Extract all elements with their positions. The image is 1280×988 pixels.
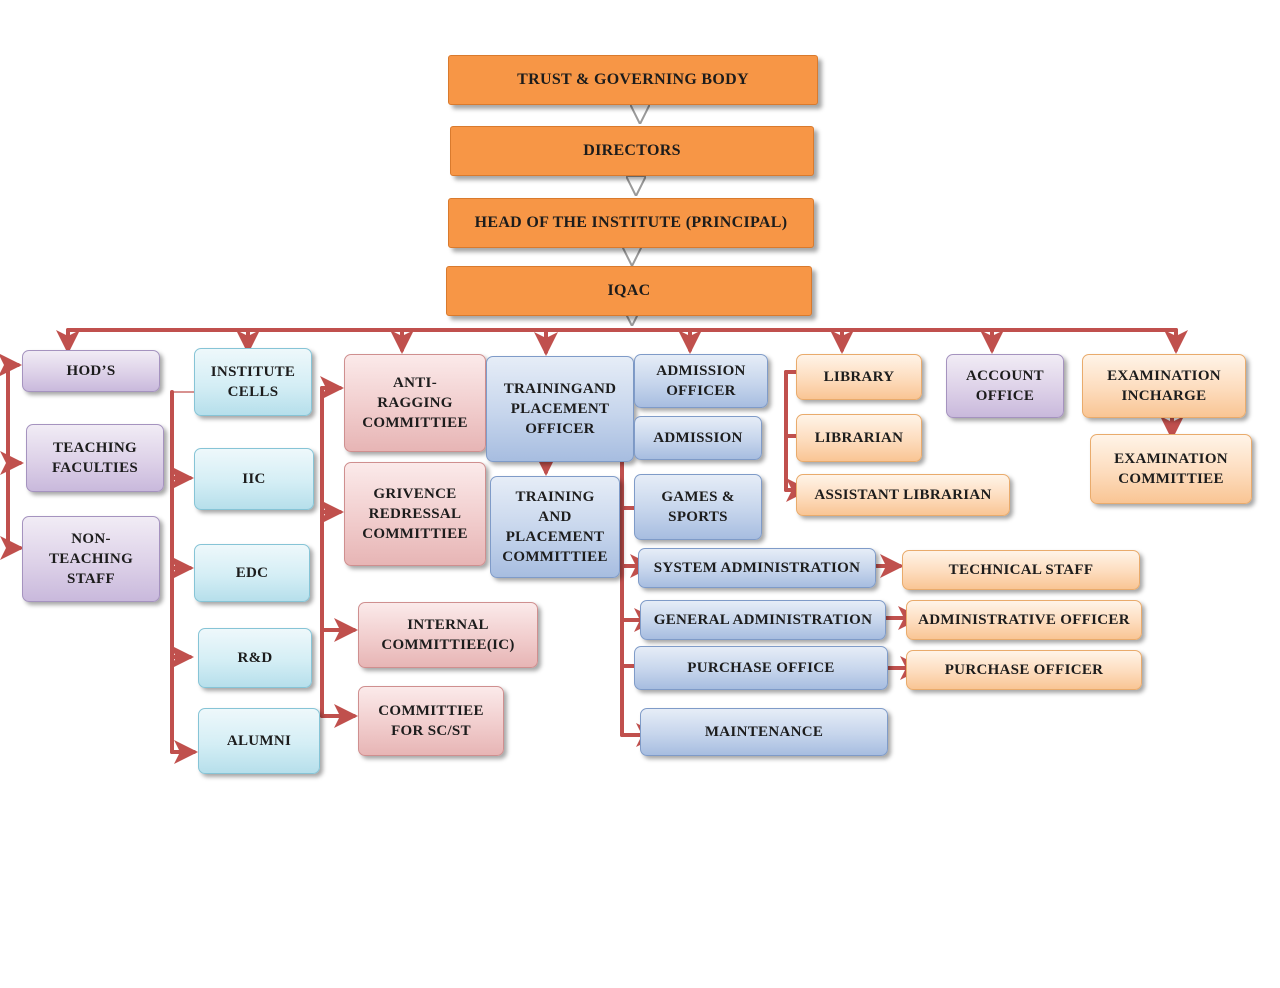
- node-label: IIC: [242, 471, 266, 487]
- node-label: HEAD OF THE INSTITUTE (PRINCIPAL): [474, 214, 788, 231]
- node-library: LIBRARY: [796, 354, 922, 400]
- node-teaching-faculties: TEACHING FACULTIES: [26, 424, 164, 492]
- node-label: PURCHASE OFFICE: [687, 660, 835, 676]
- node-grievance-committee: GRIVENCE REDRESSAL COMMITTIEE: [344, 462, 486, 566]
- node-games-sports: GAMES & SPORTS: [634, 474, 762, 540]
- node-label: MAINTENANCE: [704, 724, 824, 740]
- node-iqac: IQAC: [446, 266, 812, 316]
- node-label: ACCOUNT OFFICE: [966, 368, 1044, 404]
- node-examination-incharge: EXAMINATION INCHARGE: [1082, 354, 1246, 418]
- node-directors: DIRECTORS: [450, 126, 814, 176]
- node-label: HOD’S: [66, 363, 116, 379]
- node-institute-cells: INSTITUTE CELLS: [194, 348, 312, 416]
- node-assistant-librarian: ASSISTANT LIBRARIAN: [796, 474, 1010, 516]
- node-librarian: LIBRARIAN: [796, 414, 922, 462]
- node-label: PURCHASE OFFICER: [944, 662, 1104, 678]
- node-iic: IIC: [194, 448, 314, 510]
- node-non-teaching-staff: NON- TEACHING STAFF: [22, 516, 160, 602]
- node-label: TRAININGAND PLACEMENT OFFICER: [503, 381, 617, 437]
- node-label: ADMINISTRATIVE OFFICER: [918, 612, 1130, 628]
- node-label: INTERNAL COMMITTIEE(IC): [381, 617, 515, 653]
- node-purchase-office: PURCHASE OFFICE: [634, 646, 888, 690]
- node-label: DIRECTORS: [583, 142, 681, 159]
- node-rd: R&D: [198, 628, 312, 688]
- node-label: ANTI- RAGGING COMMITTIEE: [362, 375, 468, 431]
- node-label: R&D: [237, 650, 273, 666]
- node-label: TRUST & GOVERNING BODY: [517, 71, 749, 88]
- node-label: INSTITUTE CELLS: [210, 364, 296, 400]
- node-trust-governing-body: TRUST & GOVERNING BODY: [448, 55, 818, 105]
- node-label: GENERAL ADMINISTRATION: [653, 612, 873, 628]
- node-account-office: ACCOUNT OFFICE: [946, 354, 1064, 418]
- node-general-administration: GENERAL ADMINISTRATION: [640, 600, 886, 640]
- node-training-placement-officer: TRAININGAND PLACEMENT OFFICER: [486, 356, 634, 462]
- node-training-placement-committee: TRAINING AND PLACEMENT COMMITTIEE: [490, 476, 620, 578]
- node-system-administration: SYSTEM ADMINISTRATION: [638, 548, 876, 588]
- node-label: GAMES & SPORTS: [661, 489, 735, 525]
- node-admission: ADMISSION: [634, 416, 762, 460]
- node-label: EXAMINATION COMMITTIEE: [1114, 451, 1228, 487]
- node-anti-ragging-committee: ANTI- RAGGING COMMITTIEE: [344, 354, 486, 452]
- node-label: ADMISSION OFFICER: [656, 363, 746, 399]
- node-label: NON- TEACHING STAFF: [48, 531, 134, 587]
- node-alumni: ALUMNI: [198, 708, 320, 774]
- node-examination-committee: EXAMINATION COMMITTIEE: [1090, 434, 1252, 504]
- node-label: EXAMINATION INCHARGE: [1107, 368, 1221, 404]
- node-label: LIBRARIAN: [814, 430, 904, 446]
- node-head-of-institute: HEAD OF THE INSTITUTE (PRINCIPAL): [448, 198, 814, 248]
- node-label: ADMISSION: [653, 430, 743, 446]
- node-purchase-officer: PURCHASE OFFICER: [906, 650, 1142, 690]
- node-administrative-officer: ADMINISTRATIVE OFFICER: [906, 600, 1142, 640]
- node-admission-officer: ADMISSION OFFICER: [634, 354, 768, 408]
- node-label: EDC: [235, 565, 269, 581]
- node-label: IQAC: [607, 282, 651, 299]
- node-hods: HOD’S: [22, 350, 160, 392]
- node-internal-committee: INTERNAL COMMITTIEE(IC): [358, 602, 538, 668]
- node-technical-staff: TECHNICAL STAFF: [902, 550, 1140, 590]
- node-label: TRAINING AND PLACEMENT COMMITTIEE: [502, 489, 608, 565]
- node-label: COMMITTIEE FOR SC/ST: [378, 703, 484, 739]
- node-label: LIBRARY: [823, 369, 895, 385]
- node-label: TECHNICAL STAFF: [948, 562, 1094, 578]
- node-maintenance: MAINTENANCE: [640, 708, 888, 756]
- node-label: SYSTEM ADMINISTRATION: [653, 560, 861, 576]
- node-label: ALUMNI: [226, 733, 292, 749]
- node-edc: EDC: [194, 544, 310, 602]
- node-label: ASSISTANT LIBRARIAN: [814, 487, 992, 503]
- node-label: GRIVENCE REDRESSAL COMMITTIEE: [362, 486, 468, 542]
- node-committee-scst: COMMITTIEE FOR SC/ST: [358, 686, 504, 756]
- node-label: TEACHING FACULTIES: [51, 440, 139, 476]
